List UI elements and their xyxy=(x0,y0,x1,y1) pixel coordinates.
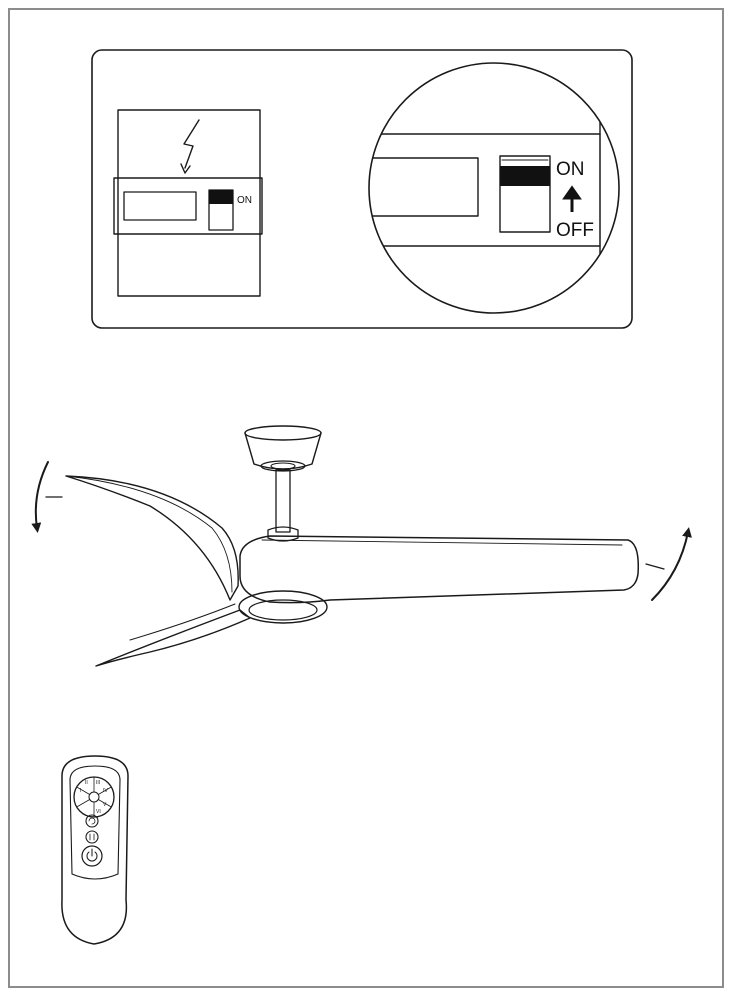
fan-light-kit xyxy=(238,590,328,624)
small-on-label: ON xyxy=(237,195,252,206)
remote-speed-dial: I II III IV V VI xyxy=(73,776,115,818)
remote-speed-6[interactable]: VI xyxy=(96,809,101,815)
breaker-box: ON xyxy=(113,109,263,297)
remote-power-button[interactable] xyxy=(81,845,103,867)
remote-control: I II III IV V VI xyxy=(61,755,129,945)
fan-downrod xyxy=(275,469,291,533)
zoom-off-label: OFF xyxy=(556,220,594,241)
remote-speed-4[interactable]: IV xyxy=(103,788,108,794)
zoom-switch-toggle-on xyxy=(500,166,550,186)
rotation-arrow-icon xyxy=(31,461,63,533)
switch-panel: ON ON OFF xyxy=(91,49,633,329)
power-icon xyxy=(86,848,98,862)
fan-downrod-collar xyxy=(267,526,299,542)
zoom-detail: ON OFF xyxy=(368,62,620,314)
lightning-icon xyxy=(180,119,200,174)
fan-blade-left-lower xyxy=(95,609,251,667)
remote-speed-3[interactable]: III xyxy=(96,780,100,786)
zoom-switch[interactable] xyxy=(499,155,551,233)
breaker-rail xyxy=(113,177,263,235)
fan-blade-left-upper xyxy=(65,475,239,601)
arrow-up-icon xyxy=(562,185,582,212)
remote-speed-5[interactable]: V xyxy=(103,802,107,808)
remote-reverse-button[interactable] xyxy=(85,814,99,828)
ceiling-fan xyxy=(31,425,692,667)
remote-button-panel xyxy=(69,765,121,880)
fan-blade-right xyxy=(239,535,640,604)
rotation-arrow-icon-right xyxy=(645,527,692,601)
zoom-on-label: ON xyxy=(556,159,585,180)
switch-panel-box xyxy=(91,49,633,329)
remote-speed-1[interactable]: I xyxy=(80,788,81,794)
breaker-housing xyxy=(117,109,261,297)
remote-light-button[interactable] xyxy=(85,830,99,844)
fan-canopy xyxy=(244,425,322,472)
zoom-label-window xyxy=(369,157,479,217)
breaker-switch-toggle-on xyxy=(209,190,233,204)
remote-body xyxy=(61,755,129,945)
zoom-circle xyxy=(368,62,620,314)
remote-speed-2[interactable]: II xyxy=(85,780,88,786)
breaker-label-window xyxy=(123,191,197,221)
